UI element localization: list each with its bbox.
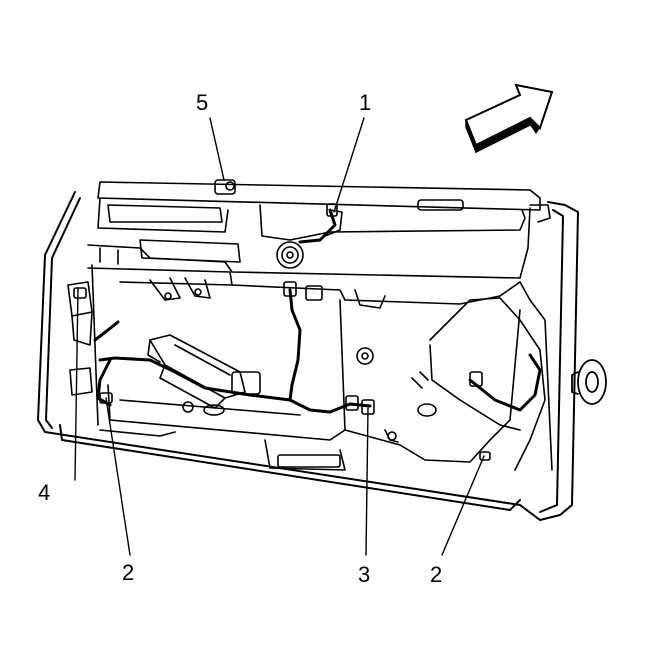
leader-lines	[74, 117, 485, 556]
wiring-harness	[93, 208, 542, 414]
hinge-knob	[571, 359, 607, 405]
callout-2-right: 2	[430, 562, 442, 587]
speaker-grommet	[276, 241, 304, 269]
window-regulator-module	[147, 334, 261, 409]
harness-connectors	[99, 203, 491, 461]
upper-rail	[97, 179, 551, 241]
inner-door-panel	[87, 207, 553, 471]
callout-2-left: 2	[122, 560, 134, 585]
callout-5: 5	[196, 90, 208, 115]
door-outer-frame	[37, 191, 579, 521]
callout-3: 3	[358, 562, 370, 587]
callout-1: 1	[359, 90, 371, 115]
forward-arrow-icon	[464, 83, 554, 154]
callout-4: 4	[38, 480, 50, 505]
latch-assembly	[67, 281, 93, 396]
